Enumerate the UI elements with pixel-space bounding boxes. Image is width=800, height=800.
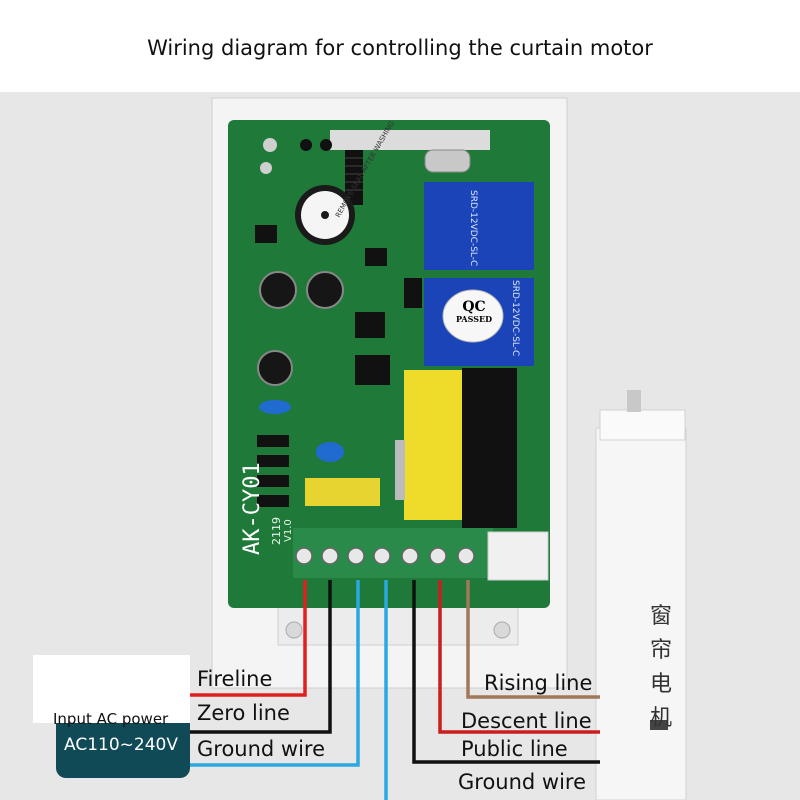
label-rising-line: Rising line	[484, 671, 593, 695]
capacitor-3	[257, 350, 293, 386]
screw-left	[285, 621, 303, 639]
capacitor-1	[259, 271, 297, 309]
wire-ground-left	[190, 580, 360, 767]
wire-descent	[438, 580, 600, 734]
label-public-line: Public line	[461, 737, 568, 761]
wire-rising	[466, 580, 600, 699]
wire-public	[412, 580, 600, 764]
label-ground-wire-left: Ground wire	[197, 737, 326, 761]
chip-2	[365, 248, 387, 266]
yellow-capacitor-big	[404, 370, 466, 520]
chip-5	[404, 278, 422, 308]
label-zero-line: Zero line	[197, 701, 290, 725]
capacitor-2	[306, 271, 344, 309]
board-version-label: V1.0	[283, 519, 294, 542]
screw-right	[493, 621, 511, 639]
diode	[395, 440, 405, 500]
relay-1-label: SRD-12VDC-SL-C	[468, 190, 478, 267]
resistor-4	[257, 495, 289, 507]
curtain-motor	[595, 427, 687, 800]
resistor-1	[257, 435, 289, 447]
relay-2-label: SRD-12VDC-SL-C	[510, 280, 520, 357]
disc-capacitor	[259, 400, 291, 414]
label-fireline: Fireline	[197, 667, 273, 691]
diagram-title: Wiring diagram for controlling the curta…	[147, 36, 653, 60]
crystal	[424, 149, 471, 173]
wire-zero	[190, 580, 332, 734]
input-power-caption: Input AC power	[53, 710, 169, 728]
board-date-label: 2119	[270, 517, 283, 545]
wire-fire	[190, 580, 307, 697]
label-descent-line: Descent line	[461, 709, 592, 733]
led-2	[300, 139, 312, 151]
qc-sticker	[442, 289, 504, 343]
input-voltage: AC110~240V	[64, 735, 178, 755]
qc-big-text: QC	[462, 299, 486, 315]
input-power-white-panel	[33, 655, 190, 723]
qc-sticker-text: QC PASSED	[451, 300, 497, 324]
pcb-top-lip	[330, 130, 490, 150]
mount-hole	[263, 138, 277, 152]
input-power-box: Input AC power AC110~240V	[33, 655, 190, 778]
chip-3	[355, 312, 385, 338]
chip-4	[355, 355, 390, 385]
led-3	[320, 139, 332, 151]
chip-1	[255, 225, 277, 243]
antenna-coil	[345, 150, 363, 205]
relay-1	[424, 182, 534, 270]
input-power-teal-panel	[56, 723, 190, 778]
led-1	[260, 162, 272, 174]
wires	[190, 580, 600, 800]
black-block	[462, 368, 517, 528]
board-model-label: AK-CY01	[240, 462, 265, 555]
motor-label: 窗帘电机	[650, 604, 673, 731]
varistor	[316, 442, 344, 462]
label-ground-wire-right: Ground wire	[458, 770, 587, 794]
terminal-screws	[295, 547, 475, 565]
yellow-capacitor-small	[305, 478, 380, 506]
resistor-3	[257, 475, 289, 487]
qc-small-text: PASSED	[455, 314, 493, 324]
resistor-2	[257, 455, 289, 467]
